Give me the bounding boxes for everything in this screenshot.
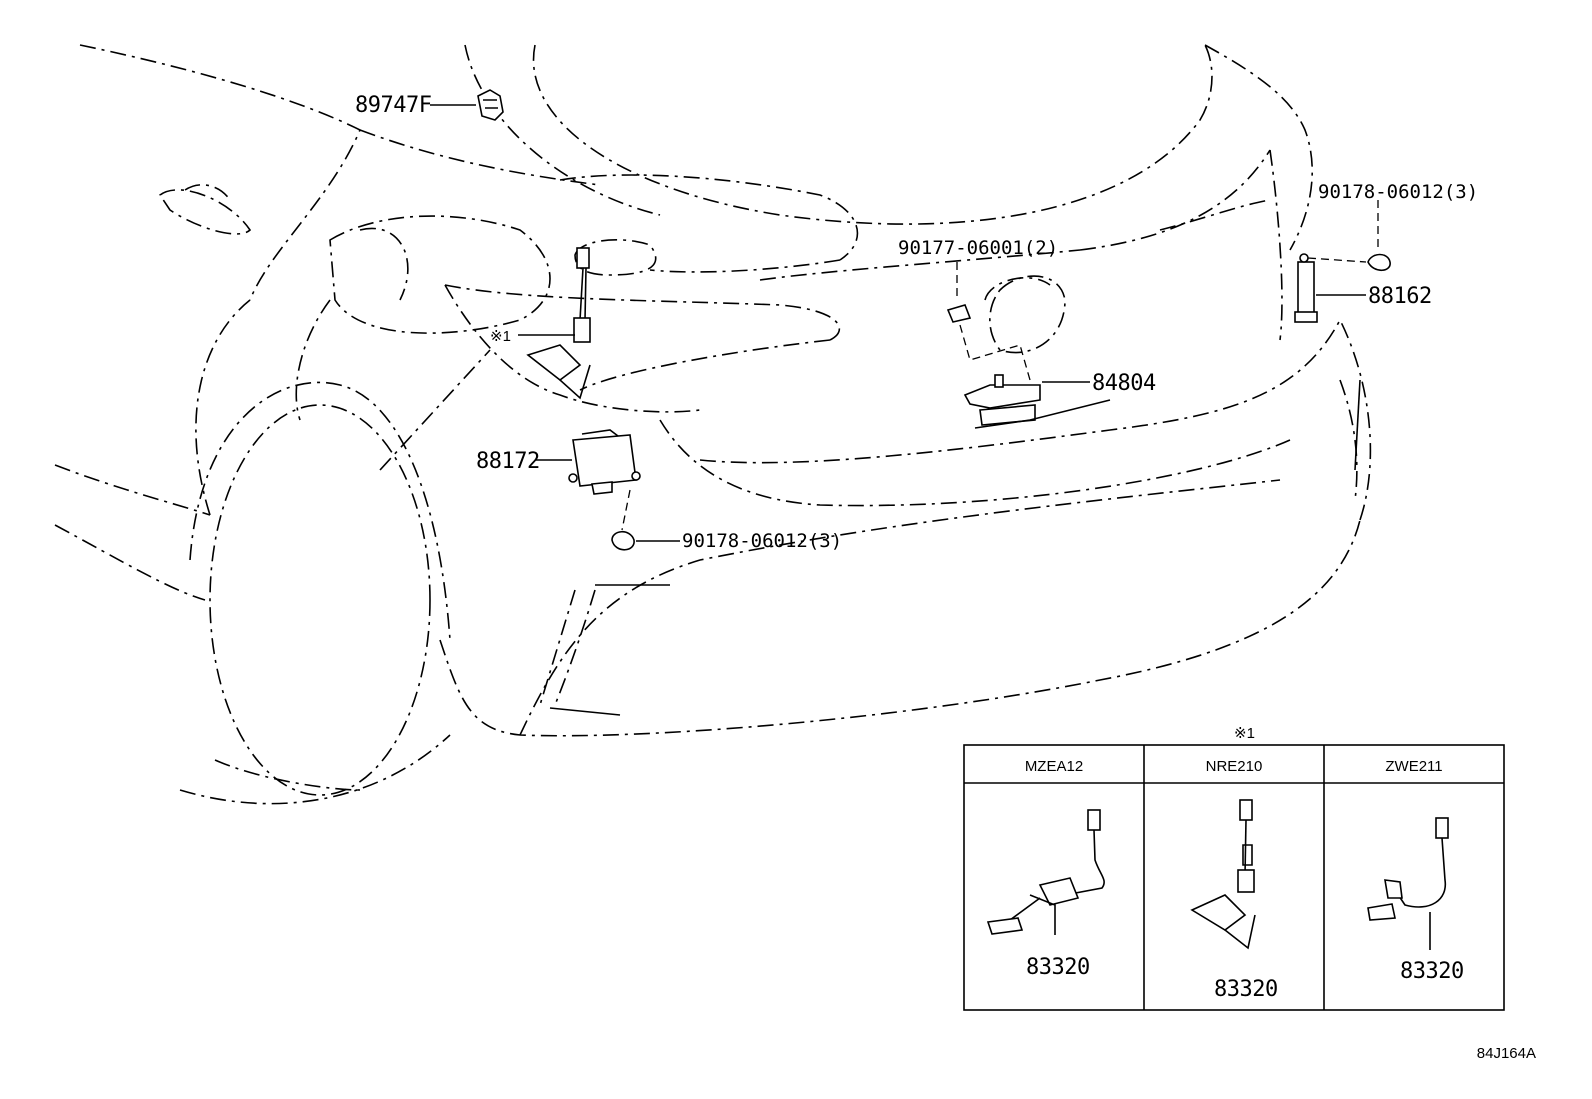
inset-header-zwe211: ZWE211 [1385,758,1442,775]
callout-note-ref: ※1 [490,328,511,345]
part-90177-06001: 90177-06001(2) [898,237,1058,381]
callout-90178-top: 90178-06012(3) [1318,181,1478,203]
callout-90178-mid: 90178-06012(3) [682,530,842,552]
inset-part-nre210: 83320 [1214,977,1278,1002]
sensor-drawing-mzea12: 83320 [986,809,1105,980]
diagram-code: 84J164A [1477,1045,1536,1062]
part-88172: 88172 [476,429,641,531]
part-89747f: 89747F [355,89,504,121]
car-body-outline [54,44,1372,805]
inset-header-mzea12: MZEA12 [1025,758,1083,775]
part-90178-mid: 90178-06012(3) [611,530,842,552]
callout-84804: 84804 [1092,371,1156,396]
inset-part-mzea12: 83320 [1026,955,1090,980]
part-88162: 90178-06012(3) 88162 [1294,181,1478,323]
inset-part-zwe211: 83320 [1400,959,1464,984]
inset-header-nre210: NRE210 [1206,758,1263,775]
callout-90177: 90177-06001(2) [898,237,1058,259]
inset-title: ※1 [1234,725,1255,742]
callout-88162: 88162 [1368,284,1432,309]
sensor-drawing-zwe211: 83320 [1367,817,1464,984]
sensor-drawing-nre210: 83320 [1190,799,1278,1002]
part-83320-installed: ※1 [490,247,591,400]
callout-89747f: 89747F [355,93,431,118]
inset-table: ※1 MZEA12 NRE210 ZWE211 83320 83320 [963,725,1505,1011]
part-84804: 84804 [963,371,1156,429]
callout-88172: 88172 [476,449,540,474]
